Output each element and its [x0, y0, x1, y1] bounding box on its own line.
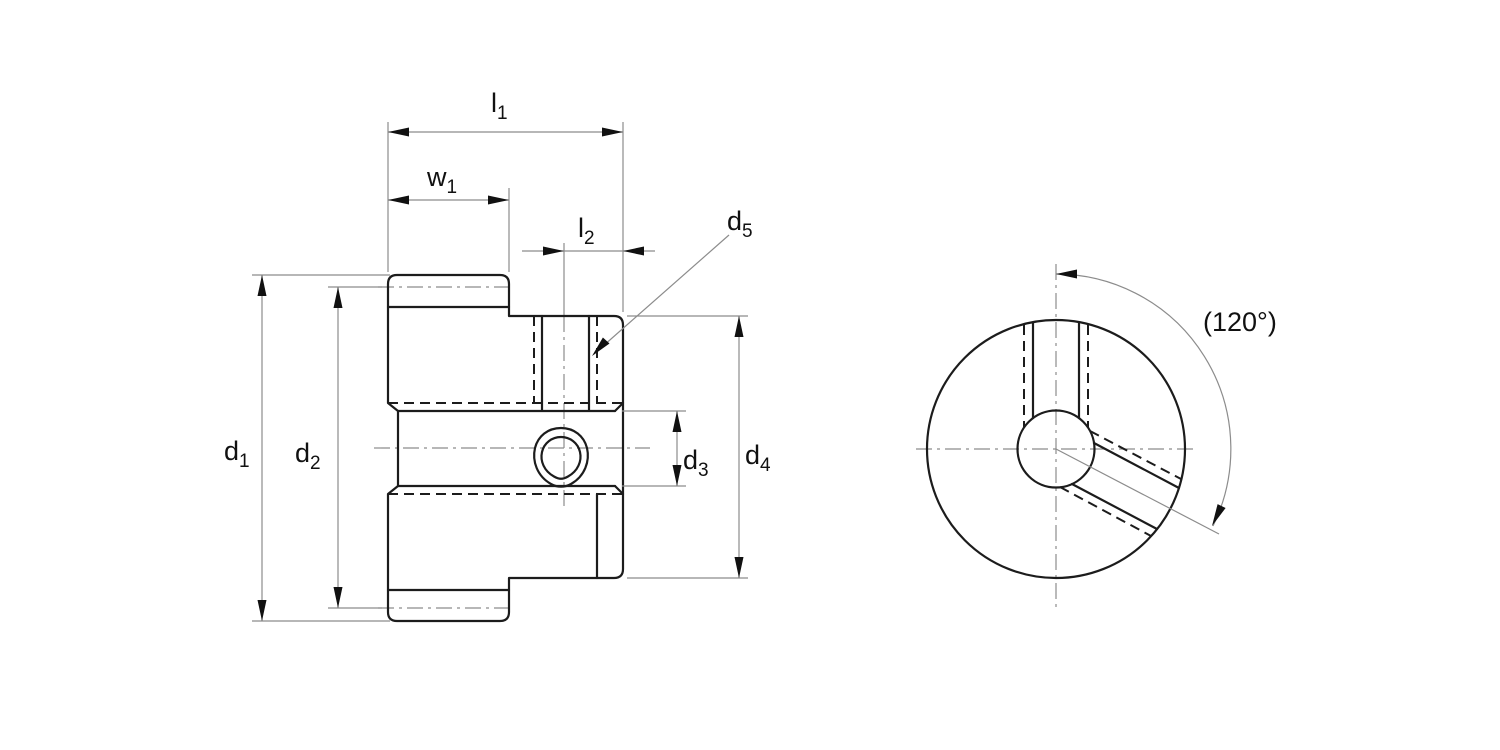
label-d3: d3	[683, 445, 709, 481]
leader-line	[593, 234, 730, 355]
bore-hole-opening-inner	[540, 435, 582, 480]
label-d4: d4	[745, 440, 771, 476]
bore-chamfer-right-bottom	[613, 484, 625, 496]
arrowhead	[488, 195, 509, 205]
arrowhead	[592, 337, 610, 356]
dimension-d1: d1	[224, 274, 390, 622]
label-w1: w1	[426, 162, 457, 198]
dimension-d3: d3	[622, 410, 709, 487]
arrowhead	[1056, 269, 1077, 279]
side-view	[374, 243, 650, 623]
arrowhead	[623, 246, 644, 256]
arrowhead	[734, 316, 744, 337]
dimension-angle-120: (120°)	[1055, 269, 1277, 535]
dimension-w1: w1	[388, 162, 510, 272]
arrowhead	[257, 600, 267, 621]
arrowhead	[388, 195, 409, 205]
dimension-l1: l1	[387, 88, 624, 312]
arrowhead	[672, 465, 682, 486]
front-view: (120°)	[916, 264, 1277, 612]
arrowhead	[333, 287, 343, 308]
bore-hole-opening-outer	[533, 426, 589, 488]
angled-hole-thread-upper	[1089, 430, 1182, 480]
arrowhead	[672, 411, 682, 432]
arrowhead	[734, 557, 744, 578]
arrowhead	[543, 246, 564, 256]
angled-hole-core-upper	[1092, 441, 1181, 490]
angled-hole-thread-lower	[1059, 486, 1152, 537]
arrowhead	[1212, 504, 1226, 526]
angled-hole-core-lower	[1070, 482, 1159, 531]
dimension-d4: d4	[627, 315, 771, 579]
dimension-d2: d2	[295, 286, 382, 609]
angle-reference-line	[1055, 448, 1220, 535]
bore-chamfer-right-top	[613, 401, 625, 413]
label-d1: d1	[224, 436, 250, 472]
label-l2: l2	[578, 213, 595, 249]
arrowhead	[602, 127, 623, 137]
arrowhead	[333, 587, 343, 608]
hub-outer-circle	[925, 318, 1187, 580]
dimension-d5: d5	[592, 206, 753, 356]
arrowhead	[257, 275, 267, 296]
label-l1: l1	[491, 88, 508, 124]
label-angle: (120°)	[1203, 307, 1277, 337]
bore-circle	[1016, 409, 1096, 489]
label-d5: d5	[727, 206, 753, 242]
dimension-l2: l2	[522, 213, 655, 256]
label-d2: d2	[295, 438, 321, 474]
angle-arc	[1055, 273, 1232, 527]
arrowhead	[388, 127, 409, 137]
